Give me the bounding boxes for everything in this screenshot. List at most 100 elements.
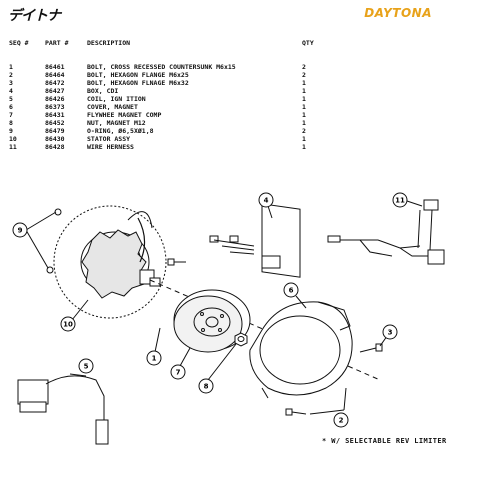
row-seq: 6	[9, 103, 13, 111]
bolt-2a	[285, 408, 307, 416]
leader-9a	[25, 211, 57, 231]
parts-row: 5 86426 COIL, IGN ITION 1	[0, 95, 480, 103]
row-description: BOLT, HEXAGON FLANGE M6x25	[87, 71, 189, 79]
row-part: 86464	[45, 71, 65, 79]
row-part: 86430	[45, 135, 65, 143]
row-description: BOX, CDI	[87, 87, 119, 95]
row-seq: 7	[9, 111, 13, 119]
flywheel-magnet	[173, 289, 251, 353]
callout-label: 1	[152, 355, 157, 363]
row-qty: 1	[302, 87, 306, 95]
parts-list: 1 86461 BOLT, CROSS RECESSED COUNTERSUNK M…	[0, 63, 480, 151]
leader-8	[207, 343, 237, 381]
row-part: 86426	[45, 95, 65, 103]
leader-2a	[309, 409, 345, 415]
cdi-box	[209, 203, 301, 278]
row-part: 86427	[45, 87, 65, 95]
row-qty: 2	[302, 71, 306, 79]
leader-2b	[343, 387, 347, 411]
bolt-1	[167, 258, 186, 266]
callout-11: 11	[392, 192, 408, 208]
row-description: BOLT, CROSS RECESSED COUNTERSUNK M6x15	[87, 63, 236, 71]
row-part: 86472	[45, 79, 65, 87]
callout-label: 9	[18, 227, 23, 235]
row-qty: 1	[302, 143, 306, 151]
bolt-3	[359, 343, 383, 353]
ignition-coil	[17, 375, 109, 445]
callout-8: 8	[198, 378, 214, 394]
leader-5	[69, 373, 87, 377]
row-qty: 1	[302, 135, 306, 143]
leader-1	[154, 327, 161, 353]
callout-4: 4	[258, 192, 274, 208]
row-seq: 10	[9, 135, 17, 143]
stator-assy	[80, 211, 161, 299]
leader-10	[71, 299, 89, 321]
parts-row: 10 86430 STATOR ASSY 1	[0, 135, 480, 143]
magnet-nut	[234, 332, 248, 347]
wire-harness	[327, 199, 445, 265]
row-description: BOLT, HEXAGON FLNAGE M6x32	[87, 79, 189, 87]
row-qty: 1	[302, 95, 306, 103]
row-description: FLYWHEE MAGNET COMP	[87, 111, 162, 119]
callout-2: 2	[333, 412, 349, 428]
row-qty: 1	[302, 79, 306, 87]
callout-label: 2	[339, 417, 344, 425]
callout-label: 11	[395, 197, 405, 205]
row-qty: 2	[302, 127, 306, 135]
leader-4	[267, 205, 273, 219]
magnet-cover	[249, 301, 353, 399]
row-part: 86452	[45, 119, 65, 127]
parts-row: 1 86461 BOLT, CROSS RECESSED COUNTERSUNK M…	[0, 63, 480, 71]
leader-7	[179, 347, 191, 367]
callout-6: 6	[283, 282, 299, 298]
footnote: * W/ SELECTABLE REV LIMITER	[322, 437, 447, 445]
callout-label: 3	[388, 329, 393, 337]
o-ring-top	[54, 208, 62, 216]
row-qty: 1	[302, 111, 306, 119]
row-qty: 2	[302, 63, 306, 71]
row-part: 86431	[45, 111, 65, 119]
row-seq: 5	[9, 95, 13, 103]
callout-label: 5	[84, 363, 89, 371]
parts-row: 4 86427 BOX, CDI 1	[0, 87, 480, 95]
col-header-qty: QTY	[302, 39, 314, 47]
callout-label: 7	[176, 369, 181, 377]
callout-label: 6	[289, 287, 294, 295]
row-qty: 1	[302, 103, 306, 111]
row-seq: 4	[9, 87, 13, 95]
row-qty: 1	[302, 119, 306, 127]
row-part: 86479	[45, 127, 65, 135]
callout-label: 10	[63, 321, 73, 329]
row-description: O-RING, Ø6,5XØ1,8	[87, 127, 154, 135]
row-seq: 2	[9, 71, 13, 79]
daytona-japanese-logo: デイトナ	[8, 8, 61, 24]
row-part: 86461	[45, 63, 65, 71]
row-seq: 3	[9, 79, 13, 87]
callout-7: 7	[170, 364, 186, 380]
callout-label: 8	[204, 383, 209, 391]
row-description: STATOR ASSY	[87, 135, 131, 143]
row-description: WIRE HERNESS	[87, 143, 134, 151]
row-seq: 11	[9, 143, 17, 151]
parts-row: 3 86472 BOLT, HEXAGON FLNAGE M6x32 1	[0, 79, 480, 87]
daytona-logo: DAYTONA	[364, 6, 432, 20]
row-part: 86428	[45, 143, 65, 151]
callout-10: 10	[60, 316, 76, 332]
row-description: COIL, IGN ITION	[87, 95, 146, 103]
parts-row: 11 86428 WIRE HERNESS 1	[0, 143, 480, 151]
parts-row: 2 86464 BOLT, HEXAGON FLANGE M6x25 2	[0, 71, 480, 79]
leader-6	[295, 295, 307, 309]
callout-5: 5	[78, 358, 94, 374]
stator-dotted-outline	[53, 205, 167, 319]
parts-row: 7 86431 FLYWHEE MAGNET COMP 1	[0, 111, 480, 119]
callout-9: 9	[12, 222, 28, 238]
callout-1: 1	[146, 350, 162, 366]
row-seq: 1	[9, 63, 13, 71]
o-ring-bottom	[46, 266, 54, 274]
row-description: COVER, MAGNET	[87, 103, 138, 111]
